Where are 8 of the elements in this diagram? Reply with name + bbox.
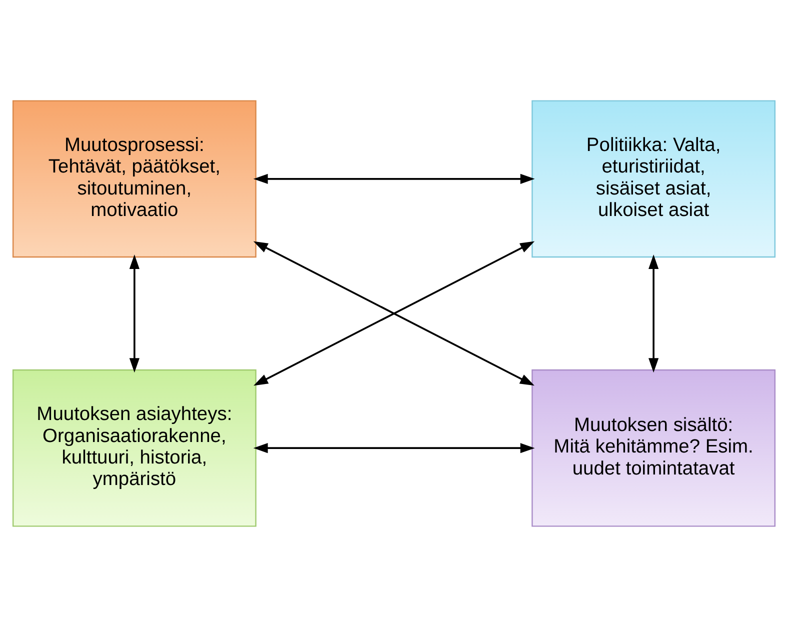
arrow [253,173,535,184]
node-box: Muutoksen sisältö: Mitä kehitämme? Esim. uudet toimintatavat [532,368,776,526]
arrow [253,442,535,453]
node-box: Politiikka: Valta, eturistiriidat, sisäiset asiat, ulkoiset asiat [532,100,776,258]
node-box: Muutosprosessi: Tehtävät, päätökset, sitoutuminen, motivaatio [12,100,256,258]
arrow [129,254,140,372]
node-box: Muutoksen asiayhteys: Organisaatiorakenne, kulttuuri, historia, ympäristö [12,368,256,526]
arrow [648,254,659,372]
